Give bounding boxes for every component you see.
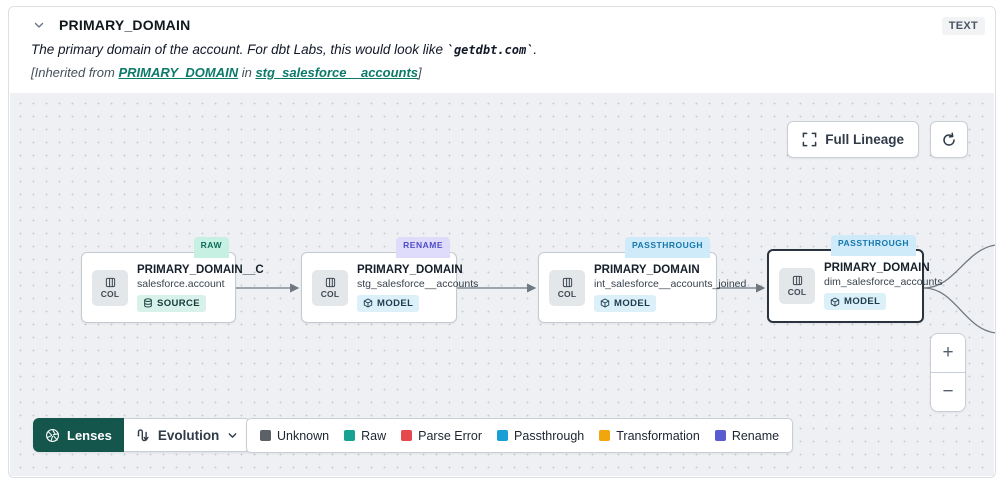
collapse-chevron-icon[interactable] [31, 17, 47, 33]
full-lineage-label: Full Lineage [825, 132, 904, 147]
legend-label: Parse Error [418, 428, 483, 443]
legend-item-parse-error: Parse Error [401, 429, 482, 443]
lenses-button[interactable]: Lenses [33, 418, 124, 452]
expand-icon [802, 132, 817, 147]
node-subtitle: dim_salesforce_accounts [824, 276, 943, 288]
description-period: . [533, 42, 538, 57]
column-type-icon: COL [312, 269, 348, 306]
evolution-badge-passthrough: PASSTHROUGH [831, 235, 916, 256]
inherited-model-link[interactable]: stg_salesforce__accounts [255, 65, 419, 80]
inherited-suffix: ] [418, 65, 422, 80]
legend-label: Unknown [277, 428, 330, 443]
refresh-button[interactable] [930, 121, 968, 158]
resource-kind-badge: MODEL [824, 293, 887, 310]
inherited-prefix: [Inherited from [31, 65, 119, 80]
node-title: PRIMARY_DOMAIN [824, 262, 930, 274]
legend-swatch [497, 430, 509, 441]
lineage-node-intermediate[interactable]: PASSTHROUGH COL PRIMARY_DOMAIN int_sales… [538, 237, 747, 323]
legend-label: Transformation [616, 428, 700, 443]
legend-swatch [344, 430, 356, 441]
zoom-out-button[interactable]: − [931, 373, 965, 411]
column-type-icon: COL [779, 268, 815, 304]
legend-label: Raw [361, 428, 387, 443]
legend-swatch [401, 430, 413, 441]
aperture-icon [46, 428, 59, 442]
inherited-column-link[interactable]: PRIMARY_DOMAIN [118, 65, 239, 80]
model-cube-icon [600, 298, 610, 308]
zoom-divider [931, 372, 965, 373]
col-label: COL [787, 287, 807, 297]
evolution-badge-rename: RENAME [396, 237, 450, 258]
column-type-icon: COL [92, 269, 128, 306]
evolution-badge-passthrough: PASSTHROUGH [625, 237, 710, 258]
model-cube-icon [830, 297, 840, 306]
description-text: The primary domain of the account. For d… [31, 42, 447, 57]
node-subtitle: int_salesforce__accounts_joined [594, 277, 747, 290]
legend-item-transformation: Transformation [599, 429, 700, 443]
lineage-canvas[interactable]: RAW COL PRIMARY_DOMAIN__C salesforce.acc… [10, 93, 995, 476]
legend-label: Rename [731, 428, 780, 443]
lens-select-dropdown[interactable]: Evolution [123, 418, 252, 452]
model-cube-icon [363, 298, 373, 308]
legend-item-unknown: Unknown [260, 429, 329, 443]
kind-label: SOURCE [157, 297, 201, 309]
description-code: `getdbt.com` [446, 43, 534, 57]
resource-kind-badge: MODEL [357, 294, 420, 312]
columns-icon [792, 275, 802, 286]
lineage-node-source[interactable]: RAW COL PRIMARY_DOMAIN__C salesforce.acc… [81, 237, 264, 323]
refresh-icon [943, 132, 955, 146]
node-title: PRIMARY_DOMAIN [357, 263, 463, 276]
lenses-label: Lenses [67, 427, 112, 443]
node-subtitle: stg_salesforce__accounts [357, 277, 479, 290]
evolution-legend: Unknown Raw Parse Error Passthrough Tran… [246, 418, 794, 453]
database-icon [144, 298, 152, 308]
column-type-icon: COL [549, 269, 585, 306]
evolution-badge-raw: RAW [193, 237, 229, 258]
lineage-panel: PRIMARY_DOMAIN TEXT The primary domain o… [8, 6, 996, 478]
full-lineage-button[interactable]: Full Lineage [787, 121, 919, 158]
legend-swatch [714, 430, 726, 441]
page-title: PRIMARY_DOMAIN [59, 17, 191, 33]
kind-label: MODEL [614, 297, 651, 309]
column-header: PRIMARY_DOMAIN TEXT The primary domain o… [9, 7, 995, 93]
lens-selected-value: Evolution [157, 427, 220, 443]
evolution-route-icon [137, 428, 149, 441]
node-title: PRIMARY_DOMAIN__C [137, 263, 264, 276]
col-label: COL [100, 288, 120, 299]
lineage-node-staging[interactable]: RENAME COL PRIMARY_DOMAIN stg_salesforce… [301, 237, 479, 323]
legend-swatch [260, 430, 271, 441]
resource-kind-badge: MODEL [594, 294, 657, 312]
legend-item-passthrough: Passthrough [497, 429, 584, 443]
inherited-mid: in [238, 65, 256, 80]
inherited-from-line: [Inherited from PRIMARY_DOMAIN in stg_sa… [31, 65, 981, 80]
resource-kind-badge: SOURCE [137, 294, 207, 312]
legend-label: Passthrough [514, 428, 585, 443]
zoom-control: + − [930, 333, 966, 412]
columns-icon [105, 277, 115, 287]
col-label: COL [320, 288, 340, 299]
zoom-in-button[interactable]: + [931, 334, 965, 372]
column-description: The primary domain of the account. For d… [31, 42, 981, 57]
node-subtitle: salesforce.account [137, 277, 225, 290]
legend-item-raw: Raw [344, 429, 386, 443]
columns-icon [325, 277, 335, 287]
legend-swatch [599, 430, 611, 441]
legend-item-rename: Rename [714, 428, 780, 443]
columns-icon [562, 277, 572, 287]
lenses-toolbar: Lenses Evolution [33, 418, 252, 452]
chevron-down-icon [228, 432, 237, 438]
data-type-badge: TEXT [941, 17, 985, 35]
kind-label: MODEL [377, 297, 414, 309]
col-label: COL [557, 288, 577, 299]
lineage-node-dim-selected[interactable]: PASSTHROUGH COL PRIMARY_DOMAIN dim_sales… [767, 235, 943, 323]
node-title: PRIMARY_DOMAIN [594, 263, 700, 276]
kind-label: MODEL [844, 296, 881, 307]
